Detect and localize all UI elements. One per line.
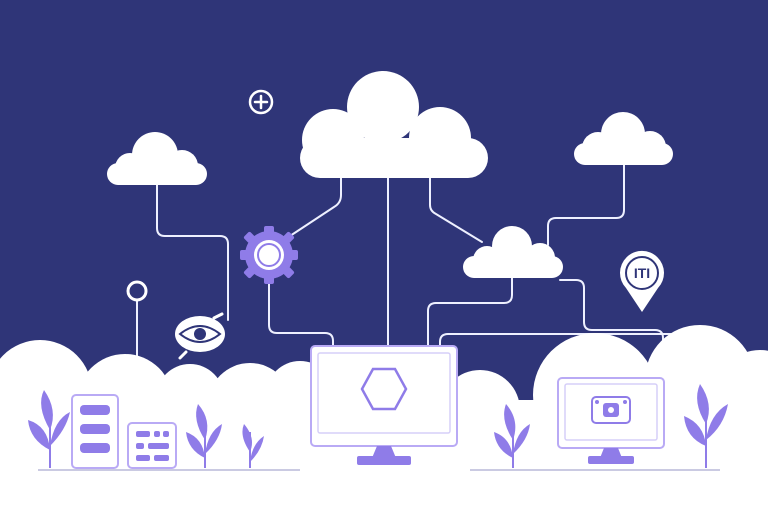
- leaf-plant-icon: [242, 424, 264, 468]
- server-icon: [71, 394, 119, 469]
- connection-lines: [136, 161, 679, 379]
- pin-label: ITI: [634, 265, 650, 281]
- cloud-icon: [107, 132, 207, 185]
- leaf-plant-icon: [28, 390, 70, 468]
- cloud-icon: [300, 71, 488, 178]
- monitor-icon: [310, 345, 458, 465]
- leaf-plant-icon: [186, 404, 222, 468]
- hexagon-icon: [360, 367, 408, 411]
- leaf-plant-icon: [684, 384, 728, 468]
- eye-icon: [175, 312, 225, 360]
- node-circle-icon: [126, 280, 148, 302]
- cloud-icon: [463, 226, 563, 278]
- plus-icon: [248, 89, 274, 115]
- server-icon: [127, 422, 177, 469]
- cloud-icon: [574, 112, 673, 165]
- location-pin-icon: ITI: [620, 250, 664, 312]
- leaf-plant-icon: [494, 404, 530, 468]
- lock-icon: [591, 396, 631, 424]
- gear-icon: [240, 226, 298, 284]
